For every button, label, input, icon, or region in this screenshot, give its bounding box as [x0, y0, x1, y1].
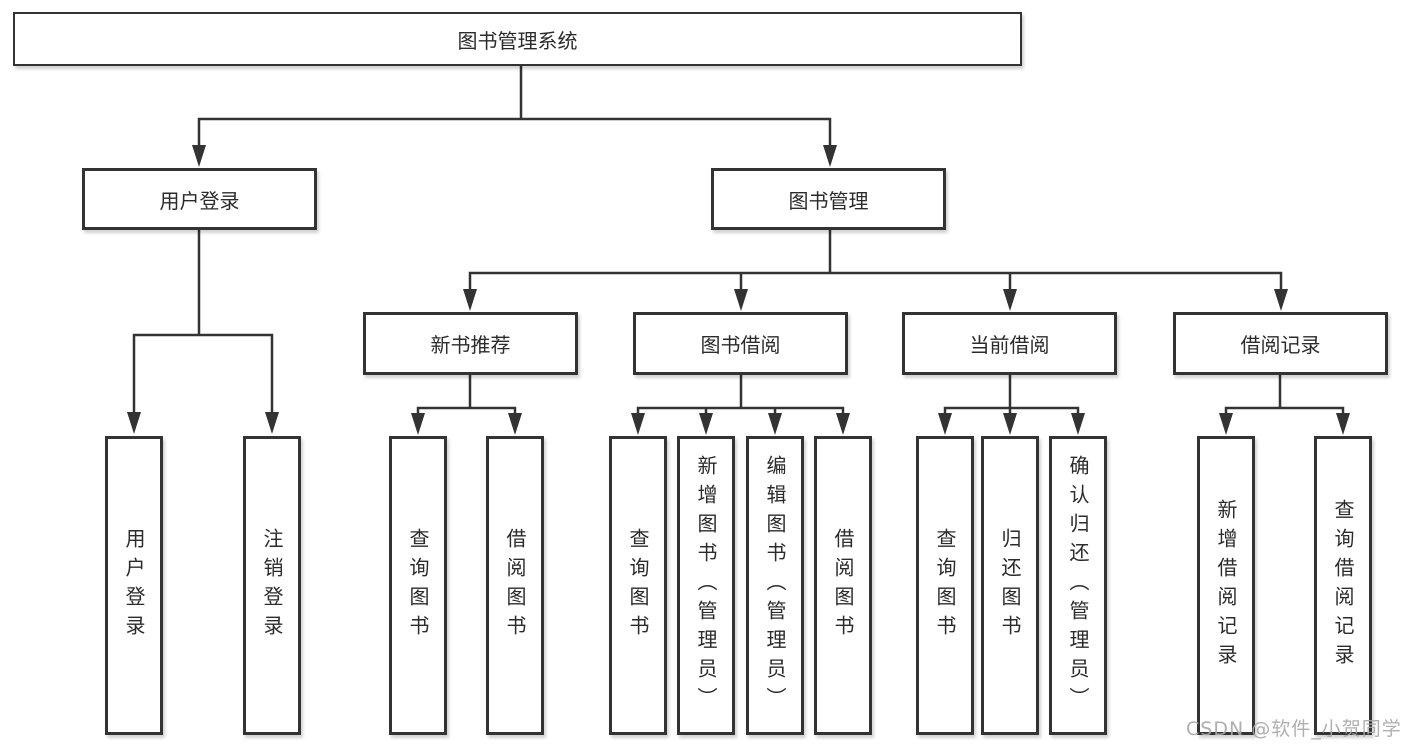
leaf-return-books: 归还图书 [981, 436, 1039, 735]
leaf-edit-books-admin: 编辑图书（管理员） [746, 436, 804, 735]
node-book-borrow: 图书借阅 [633, 312, 848, 375]
node-current-borrow: 当前借阅 [902, 312, 1117, 375]
node-borrow-records: 借阅记录 [1173, 312, 1388, 375]
node-root-label: 图书管理系统 [457, 28, 578, 53]
leaf-query-borrow-record-label: 查询借阅记录 [1331, 498, 1355, 673]
arrowheads [127, 145, 1350, 435]
node-book-management: 图书管理 [711, 168, 946, 230]
leaf-edit-books-admin-label: 编辑图书（管理员） [763, 455, 787, 716]
leaf-borrow-books-2: 借阅图书 [814, 436, 872, 735]
leaf-return-books-label: 归还图书 [998, 527, 1022, 644]
leaf-query-borrow-record: 查询借阅记录 [1314, 436, 1372, 735]
node-user-login-label: 用户登录 [159, 188, 240, 213]
leaf-query-books-1: 查询图书 [389, 436, 447, 735]
leaf-borrow-books-2-label: 借阅图书 [831, 527, 855, 644]
leaf-query-books-2-label: 查询图书 [626, 527, 650, 644]
node-root: 图书管理系统 [13, 12, 1022, 66]
node-borrow-records-label: 借阅记录 [1240, 333, 1321, 357]
leaf-query-books-2: 查询图书 [609, 436, 667, 735]
leaf-query-books-1-label: 查询图书 [406, 527, 430, 644]
node-book-management-label: 图书管理 [788, 188, 869, 213]
leaf-confirm-return-admin: 确认归还（管理员） [1049, 436, 1107, 735]
node-user-login: 用户登录 [82, 168, 317, 230]
node-current-borrow-label: 当前借阅 [969, 333, 1050, 357]
leaf-borrow-books-1-label: 借阅图书 [503, 527, 527, 644]
csdn-watermark: CSDN @软件_小贺同学 [1186, 718, 1402, 740]
node-new-book-recommend-label: 新书推荐 [430, 333, 511, 357]
node-new-book-recommend: 新书推荐 [363, 312, 578, 375]
leaf-add-books-admin: 新增图书（管理员） [677, 436, 735, 735]
leaf-logout: 注销登录 [243, 436, 301, 735]
leaf-add-borrow-record: 新增借阅记录 [1197, 436, 1255, 735]
leaf-add-borrow-record-label: 新增借阅记录 [1214, 498, 1238, 673]
leaf-add-books-admin-label: 新增图书（管理员） [694, 455, 718, 716]
leaf-borrow-books-1: 借阅图书 [486, 436, 544, 735]
leaf-query-books-3-label: 查询图书 [933, 527, 957, 644]
connector-strokes [132, 66, 1345, 416]
leaf-logout-label: 注销登录 [260, 527, 284, 644]
leaf-user-login-label: 用户登录 [122, 527, 146, 644]
leaf-confirm-return-admin-label: 确认归还（管理员） [1066, 455, 1090, 716]
node-book-borrow-label: 图书借阅 [700, 333, 781, 357]
leaf-user-login: 用户登录 [105, 436, 163, 735]
leaf-query-books-3: 查询图书 [916, 436, 974, 735]
